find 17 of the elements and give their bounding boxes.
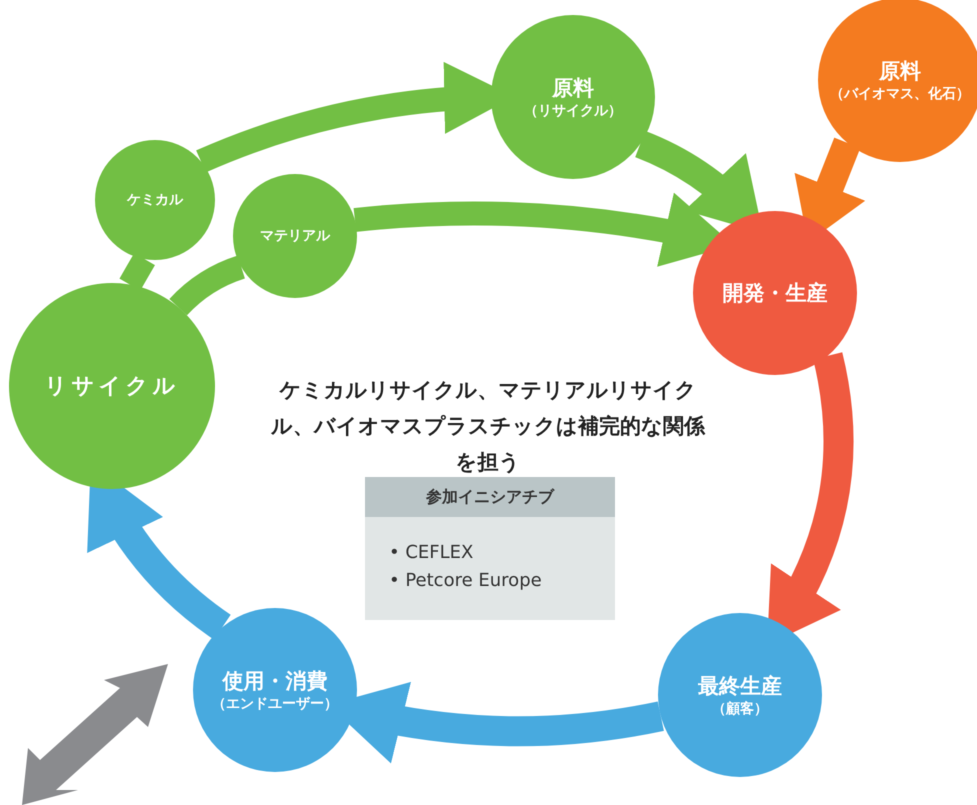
circle-subtitle: （エンドユーザー） [212, 695, 338, 713]
circle-subtitle: （バイオマス、化石） [830, 85, 970, 103]
circle-title: リサイクル [44, 373, 180, 401]
circle-title: ケミカル [127, 191, 183, 209]
circle-title: 原料 [552, 75, 594, 102]
circle-subtitle: （リサイクル） [524, 102, 622, 120]
list-item: • Petcore Europe [389, 569, 543, 593]
info-box [365, 477, 615, 620]
circle-title: 使用・消費 [222, 668, 328, 695]
circle-title: 開発・生産 [722, 280, 828, 307]
circle-title: 最終生産 [698, 673, 782, 700]
box-header: 参加イニシアチブ [365, 477, 615, 517]
list-item: • CEFLEX [389, 541, 474, 565]
statement-text: ケミカルリサイクル、マテリアルリサイクル、バイオマスプラスチックは補完的な関係を担う [270, 377, 706, 476]
circle-title: マテリアル [260, 227, 330, 245]
circle-title: 原料 [879, 58, 921, 85]
circle-subtitle: （顧客） [712, 700, 768, 718]
